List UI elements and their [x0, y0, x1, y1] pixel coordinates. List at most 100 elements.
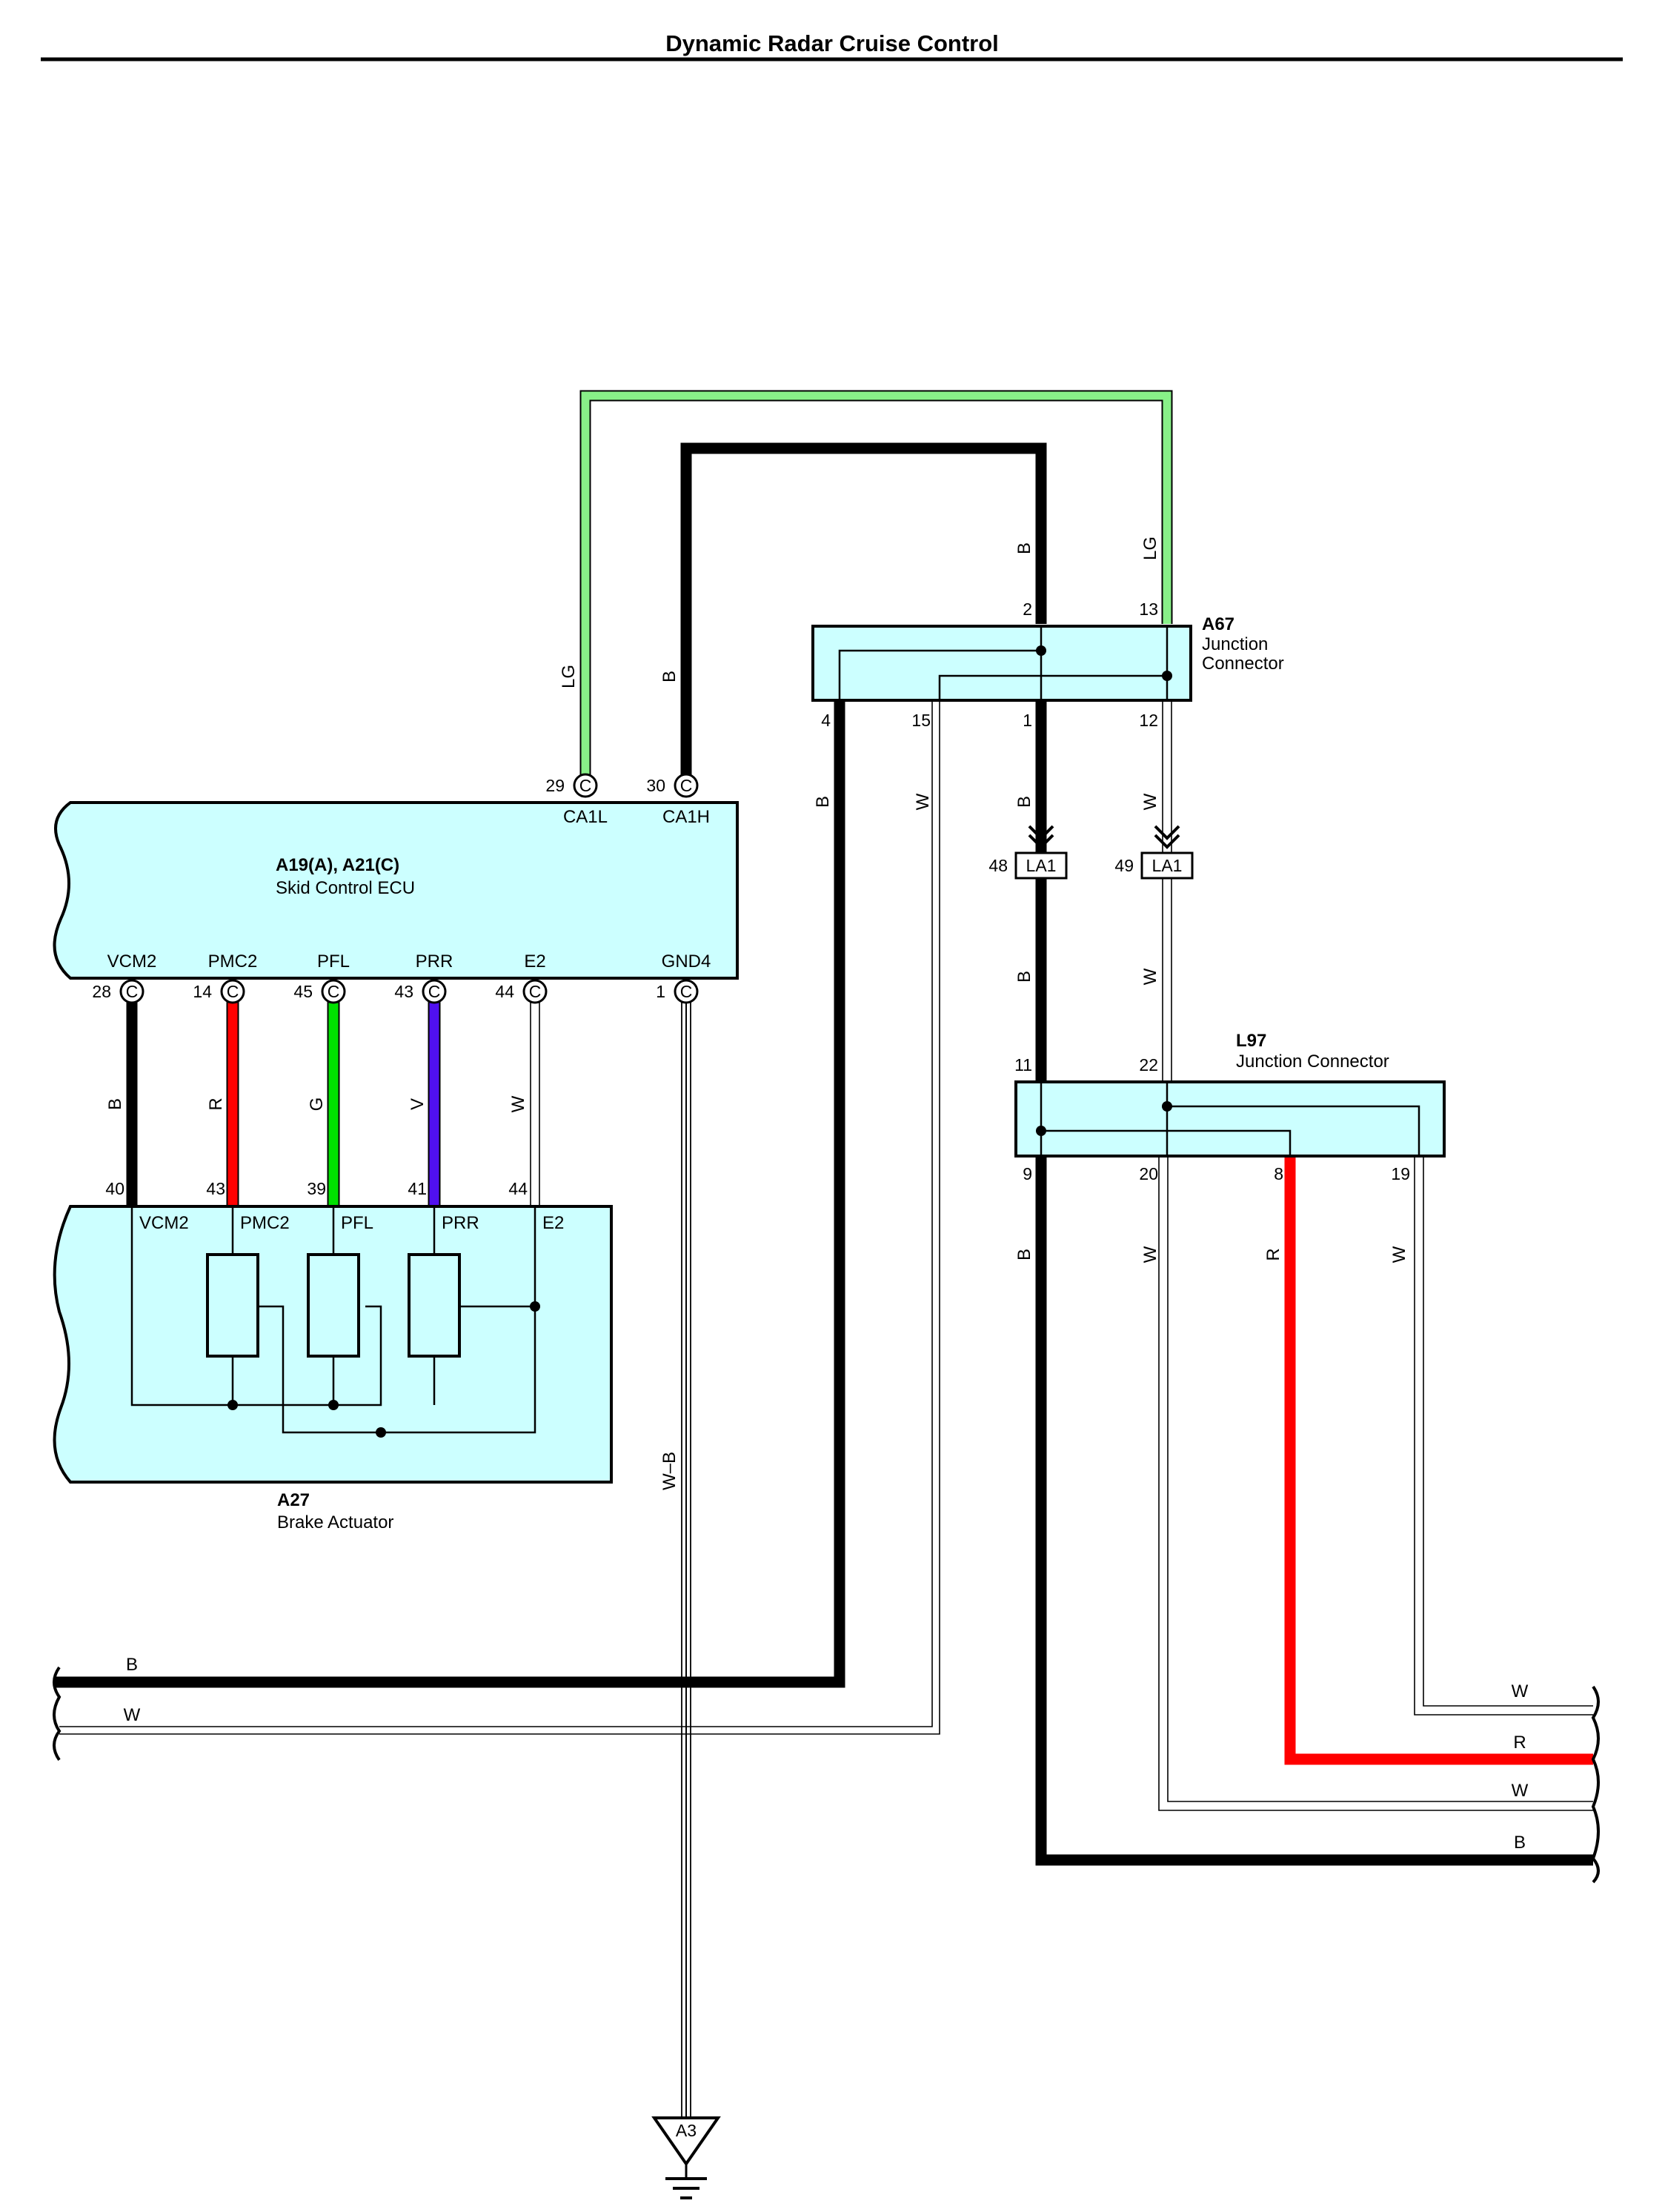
act-pin-44: 44 [508, 1179, 528, 1198]
a67-pin-2: 2 [1023, 600, 1032, 619]
l97-pin-20: 20 [1139, 1164, 1158, 1183]
svg-text:LA1: LA1 [1026, 856, 1057, 875]
l97-pin-8: 8 [1274, 1164, 1283, 1183]
svg-text:R: R [1513, 1733, 1526, 1753]
svg-text:B: B [1014, 1249, 1034, 1261]
svg-text:B: B [659, 671, 679, 682]
wire-w-e2 [530, 993, 540, 1205]
svg-text:B: B [126, 1655, 138, 1675]
wire-w-l97-pin19 [1414, 1158, 1593, 1716]
act-pin-39: 39 [307, 1179, 326, 1198]
ecu-code: A19(A), A21(C) [276, 855, 399, 875]
svg-text:W: W [1389, 1246, 1409, 1263]
ecu-terminal-28: C 28 [92, 979, 144, 1004]
svg-text:B: B [105, 1098, 125, 1110]
skid-control-ecu: A19(A), A21(C) Skid Control ECU CA1L CA1… [53, 801, 739, 980]
svg-text:R: R [1263, 1248, 1283, 1261]
page-title: Dynamic Radar Cruise Control [665, 30, 999, 56]
ecu-term-vcm2-name: VCM2 [107, 951, 157, 972]
l97-name: Junction Connector [1236, 1052, 1389, 1072]
wire-r-l97-pin8 [1284, 1158, 1593, 1765]
svg-text:B: B [1014, 542, 1034, 554]
l97-junction-connector: L97 Junction Connector 11 22 9 20 8 19 [1014, 1031, 1446, 1183]
svg-text:W: W [124, 1705, 141, 1725]
resistor-pmc2 [206, 1253, 259, 1358]
pin-number: 30 [646, 776, 665, 795]
left-break-mark [53, 1666, 62, 1761]
svg-text:W: W [508, 1095, 528, 1112]
brake-actuator: VCM2 PMC2 PFL PRR E2 40 43 39 41 44 A27 … [53, 1179, 613, 1532]
l97-pin-11: 11 [1014, 1055, 1032, 1075]
a67-line2: Connector [1202, 654, 1284, 674]
svg-text:W: W [1512, 1781, 1529, 1801]
a67-pin-1: 1 [1023, 711, 1032, 730]
pin-number: 43 [394, 982, 413, 1001]
svg-text:LG: LG [1140, 537, 1160, 560]
svg-text:C: C [579, 776, 592, 795]
a67-line1: Junction [1202, 634, 1268, 654]
wire-w-l97-pin20 [1158, 1158, 1593, 1811]
act-term-e2-name: E2 [542, 1213, 564, 1233]
ecu-terminal-45: C 45 [293, 979, 346, 1004]
svg-text:B: B [813, 796, 833, 808]
pin-number: 44 [495, 982, 514, 1001]
svg-text:W: W [1140, 793, 1160, 810]
l97-code: L97 [1236, 1031, 1266, 1051]
act-term-pmc2-name: PMC2 [240, 1213, 290, 1233]
pin-number: 1 [656, 982, 665, 1001]
svg-text:W: W [913, 793, 933, 810]
act-pin-40: 40 [105, 1179, 124, 1198]
ecu-term-pfl-name: PFL [317, 951, 350, 972]
right-break-mark [1591, 1685, 1600, 1884]
wire-w-a67-l97 [1162, 701, 1172, 1080]
ecu-term-ca1h-name: CA1H [662, 807, 710, 827]
ecu-terminal-1: C 1 [656, 979, 699, 1004]
pin-number: 49 [1114, 856, 1134, 875]
svg-text:C: C [428, 982, 441, 1001]
wire-b-a67-pin4 [56, 701, 845, 1688]
svg-text:R: R [206, 1097, 226, 1110]
svg-text:G: G [307, 1097, 327, 1112]
a67-pin-15: 15 [911, 711, 931, 730]
pin-number: 28 [92, 982, 111, 1001]
act-term-vcm2-name: VCM2 [139, 1213, 189, 1233]
ecu-terminal-43: C 43 [394, 979, 447, 1004]
pin-number: 45 [293, 982, 313, 1001]
pin-number: 29 [545, 776, 565, 795]
svg-text:W–B: W–B [659, 1452, 679, 1490]
l97-pin-9: 9 [1023, 1164, 1032, 1183]
wire-b-can-high [680, 442, 1047, 784]
inline-connector-la1-49: LA1 49 [1114, 825, 1194, 880]
svg-text:C: C [680, 776, 693, 795]
ecu-terminal-29: C 29 [545, 773, 598, 798]
resistor-pfl [307, 1253, 360, 1358]
svg-text:V: V [408, 1098, 428, 1110]
pin-number: 48 [988, 856, 1008, 875]
ecu-terminal-30: C 30 [646, 773, 699, 798]
ecu-name: Skid Control ECU [276, 878, 415, 898]
ecu-term-gnd4-name: GND4 [662, 951, 711, 972]
a67-code: A67 [1202, 614, 1234, 634]
wire-color-labels: LG B B LG B W B W B W B R G V W W–B B W … [105, 537, 1529, 1853]
ecu-terminal-44: C 44 [495, 979, 548, 1004]
ecu-term-ca1l-name: CA1L [563, 807, 608, 827]
svg-text:C: C [328, 982, 340, 1001]
actuator-code: A27 [277, 1490, 310, 1510]
svg-text:A3: A3 [676, 2121, 697, 2140]
svg-text:W: W [1140, 1246, 1160, 1263]
resistor-prr [408, 1253, 461, 1358]
svg-text:C: C [529, 982, 542, 1001]
a67-junction-connector: A67 Junction Connector 2 13 4 15 1 12 [811, 600, 1284, 730]
wire-wb-ground [681, 993, 691, 2118]
ecu-terminal-14: C 14 [193, 979, 245, 1004]
inline-connector-la1-48: LA1 48 [988, 825, 1068, 880]
svg-text:LG: LG [559, 665, 579, 688]
a67-pin-12: 12 [1139, 711, 1158, 730]
wire-b-l97-pin9 [1035, 1158, 1593, 1866]
a67-pin-4: 4 [821, 711, 831, 730]
svg-text:C: C [680, 982, 693, 1001]
act-term-prr-name: PRR [442, 1213, 479, 1233]
a67-pin-13: 13 [1139, 600, 1158, 619]
svg-text:C: C [126, 982, 139, 1001]
